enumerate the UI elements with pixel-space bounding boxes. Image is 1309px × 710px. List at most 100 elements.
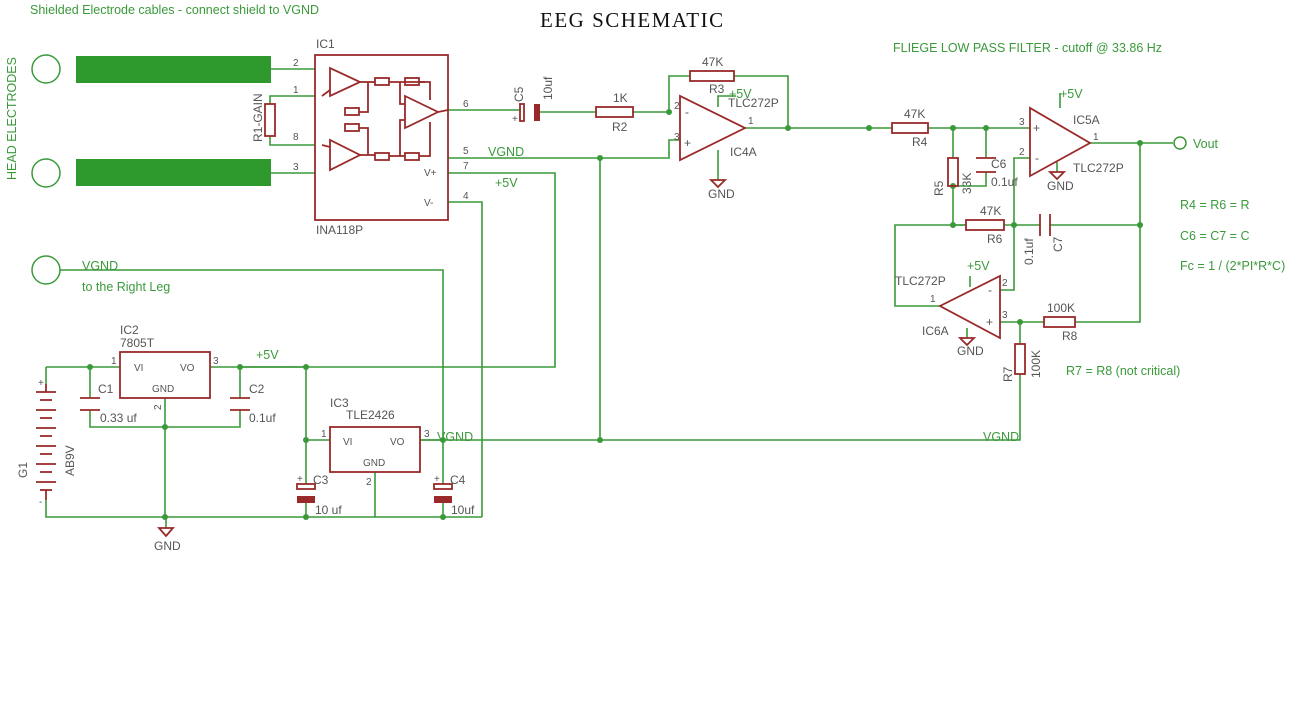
- r8-name: R8: [1062, 329, 1078, 343]
- ic6-plus: +: [986, 315, 993, 329]
- ic2-regulator: [119, 351, 211, 399]
- ic2-vo: VO: [180, 363, 195, 374]
- ic1-pin3: 3: [293, 162, 299, 173]
- ic1-vplus: V+: [424, 168, 437, 179]
- ic1-pin8: 8: [293, 132, 299, 143]
- ic4-gnd: GND: [708, 187, 735, 201]
- c2-name: C2: [249, 382, 265, 396]
- ic2-vi: VI: [134, 363, 143, 374]
- r6-value: 47K: [980, 204, 1001, 218]
- c1-capacitor: [80, 397, 100, 411]
- r3-value: 47K: [702, 55, 723, 69]
- c5-value: 10uf: [541, 76, 555, 100]
- c4-name: C4: [450, 473, 466, 487]
- r7-value: 100K: [1029, 350, 1043, 378]
- c4-plus: +: [434, 474, 440, 485]
- gnd-label: GND: [154, 539, 181, 553]
- r3-resistor: [689, 70, 735, 82]
- ic2-pin2: 2: [153, 404, 164, 410]
- vout-pad: [1173, 136, 1187, 150]
- c5-name: C5: [512, 86, 526, 102]
- ic5-minus: -: [1035, 151, 1039, 165]
- r2-name: R2: [612, 120, 628, 134]
- r5-value: 33K: [960, 173, 974, 194]
- g1-minus: -: [39, 497, 42, 508]
- electrode-top: [31, 54, 271, 84]
- ic1-ina118: [314, 54, 449, 221]
- equation-r: R4 = R6 = R: [1180, 198, 1249, 212]
- c6-capacitor: [976, 157, 996, 173]
- ic4-p5v: +5V: [729, 87, 752, 101]
- ic4-pin3: 3: [674, 132, 680, 143]
- ic4-name: IC4A: [730, 145, 757, 159]
- ic2-pin3: 3: [213, 356, 219, 367]
- ic6-gnd: GND: [957, 344, 984, 358]
- ic6-p5v: +5V: [967, 259, 990, 273]
- r8-value: 100K: [1047, 301, 1075, 315]
- ic4-pin1: 1: [748, 116, 754, 127]
- c6-name: C6: [991, 157, 1007, 171]
- vgnd-label-ic1: VGND: [488, 145, 524, 159]
- filter-note: FLIEGE LOW PASS FILTER - cutoff @ 33.86 …: [893, 41, 1162, 55]
- ic2-pin1: 1: [111, 356, 117, 367]
- r4-value: 47K: [904, 107, 925, 121]
- c7-capacitor: [1039, 214, 1051, 236]
- vout-label: Vout: [1193, 137, 1219, 151]
- c3-capacitor: [296, 483, 316, 503]
- ic2-value: 7805T: [120, 336, 155, 350]
- r4-resistor: [891, 122, 929, 134]
- ic1-pin1: 1: [293, 85, 299, 96]
- ic3-pin1: 1: [321, 429, 327, 440]
- ic5-plus: +: [1033, 121, 1040, 135]
- c3-name: C3: [313, 473, 329, 487]
- ic1-pin6: 6: [463, 99, 469, 110]
- ic3-vo: VO: [390, 437, 405, 448]
- r6-resistor: [965, 219, 1005, 231]
- r4-name: R4: [912, 135, 928, 149]
- ic5-opamp: [1029, 106, 1092, 178]
- ic6-minus: -: [988, 283, 992, 297]
- equation-fc: Fc = 1 / (2*PI*R*C): [1180, 259, 1285, 273]
- r1-name: R1-GAIN: [251, 93, 265, 142]
- c4-capacitor: [433, 483, 453, 503]
- ic6-opamp: [938, 274, 1001, 340]
- c7-value: 0.1uf: [1022, 238, 1036, 265]
- vgnd-label-r7: VGND: [983, 430, 1019, 444]
- c4-value: 10uf: [451, 503, 475, 517]
- ic5-name: IC5A: [1073, 113, 1100, 127]
- p5v-label-ic1: +5V: [495, 176, 518, 190]
- ic3-vi: VI: [343, 437, 352, 448]
- ic4-pin2: 2: [674, 101, 680, 112]
- ic5-gnd-symbol: [1047, 171, 1067, 181]
- g1-name: G1: [16, 462, 30, 478]
- ic5-p5v: +5V: [1060, 87, 1083, 101]
- vgnd-label-ic3: VGND: [437, 430, 473, 444]
- g1-plus: +: [38, 378, 44, 389]
- c2-value: 0.1uf: [249, 411, 276, 425]
- ic5-value: TLC272P: [1073, 161, 1124, 175]
- c5-capacitor: [519, 103, 540, 122]
- c6-value: 0.1uf: [991, 175, 1018, 189]
- ic1-pin4: 4: [463, 191, 469, 202]
- right-leg-electrode: [31, 255, 61, 285]
- c3-plus: +: [297, 474, 303, 485]
- ic4-minus: -: [685, 105, 689, 119]
- ic3-gnd: GND: [363, 458, 385, 469]
- ic1-vminus: V-: [424, 198, 433, 209]
- ic6-value: TLC272P: [895, 274, 946, 288]
- shield-note: Shielded Electrode cables - connect shie…: [30, 3, 319, 17]
- ic2-gnd: GND: [152, 384, 174, 395]
- r5-name: R5: [932, 180, 946, 196]
- ic5-pin1: 1: [1093, 132, 1099, 143]
- ic6-pin2: 2: [1002, 278, 1008, 289]
- ic5-gnd: GND: [1047, 179, 1074, 193]
- ic4-gnd-symbol: [708, 179, 728, 189]
- r2-resistor: [595, 106, 634, 118]
- ic1-pin7: 7: [463, 161, 469, 172]
- r8-resistor: [1043, 316, 1076, 328]
- ic1-pin5: 5: [463, 146, 469, 157]
- wires: [45, 68, 1173, 528]
- c1-value: 0.33 uf: [100, 411, 137, 425]
- electrode-bottom: [31, 158, 271, 188]
